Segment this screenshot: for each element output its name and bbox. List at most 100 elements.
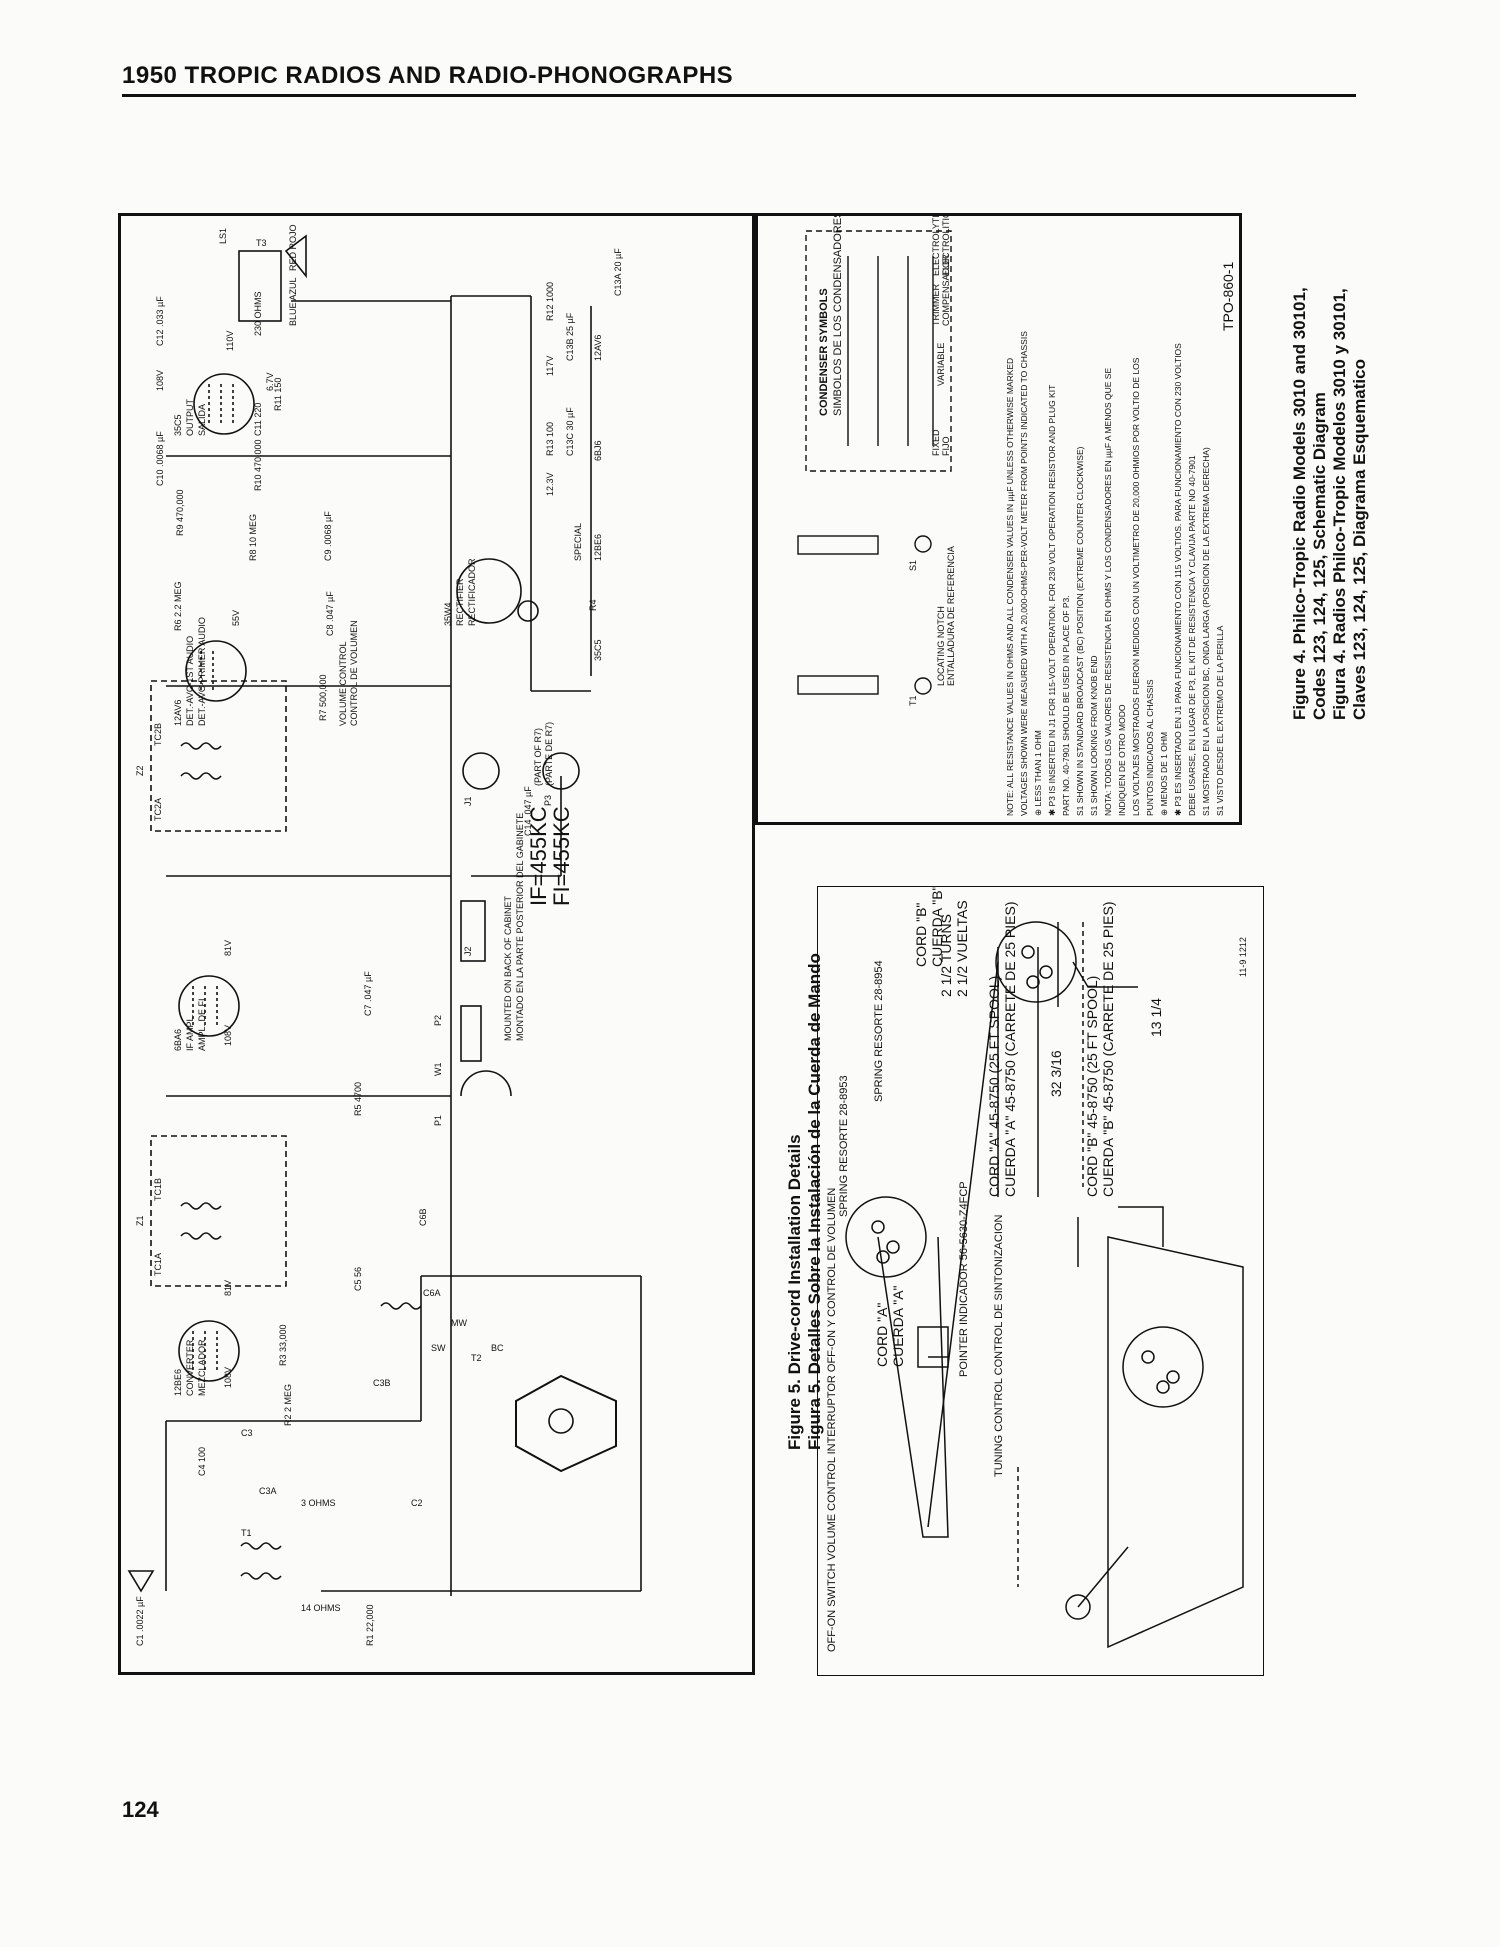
svg-text:DET.-AVC-PRIMER AUDIO: DET.-AVC-PRIMER AUDIO — [197, 617, 207, 726]
svg-text:CONTROL DE VOLUMEN: CONTROL DE VOLUMEN — [349, 620, 359, 726]
component-r10: R10 470,000 — [253, 439, 263, 491]
component-r2: R2 2 MEG — [283, 1384, 293, 1426]
notes-panel: CONDENSER SYMBOLS SIMBOLOS DE LOS CONDEN… — [755, 213, 1242, 825]
voltage-6: 110V — [225, 331, 235, 351]
mw-label: MW — [451, 1318, 467, 1328]
component-r9: R9 470,000 — [175, 489, 185, 536]
component-c10: C10 .0068 µF — [155, 431, 165, 486]
cord-b-spec: CORD "B" 45-8750 (25 FT SPOOL) — [1084, 975, 1100, 1197]
condenser-symbols-title: CONDENSER SYMBOLS — [818, 288, 830, 416]
voltage-5: 108V — [155, 370, 165, 391]
component-j1: J1 — [463, 796, 473, 806]
svg-text:RECTIFIER: RECTIFIER — [455, 578, 465, 626]
voltage-4: 55V — [231, 610, 241, 626]
component-c4: C4 100 — [197, 1447, 207, 1476]
svg-text:MONTADO EN LA PARTE POSTERIOR: MONTADO EN LA PARTE POSTERIOR DEL GABINE… — [515, 813, 525, 1041]
component-c3b: C3B — [373, 1378, 391, 1388]
special-label: SPECIAL — [573, 523, 583, 561]
locating-notch-label-es: ENTALLADURA DE REFERENCIA — [946, 546, 956, 686]
voltage-1: 81V — [223, 1280, 233, 1296]
voltage-9: 12.3V — [545, 472, 555, 496]
svg-text:SALIDA: SALIDA — [197, 404, 207, 436]
heater-12be6: 12BE6 — [593, 534, 603, 561]
component-t3: T3 — [256, 238, 267, 248]
voltage-7: 6.7V — [265, 372, 275, 391]
component-p2: P2 — [433, 1015, 443, 1026]
svg-text:AMPL. DE FI: AMPL. DE FI — [197, 998, 207, 1051]
component-z1: Z1 — [135, 1215, 145, 1226]
ohms-14-label: 14 OHMS — [301, 1603, 341, 1613]
component-c9: C9 .0068 µF — [323, 511, 333, 561]
switch-alt-label: T1 — [908, 695, 918, 706]
red-label: RED ROJO — [288, 224, 298, 271]
svg-text:(PARTE DE R7): (PARTE DE R7) — [544, 722, 554, 786]
component-c11: C11 220 — [253, 403, 263, 436]
component-tc2b: TC2B — [153, 723, 163, 746]
component-c13a: C13A 20 µF — [613, 248, 623, 296]
component-p1: P1 — [433, 1115, 443, 1126]
component-z2: Z2 — [135, 765, 145, 776]
component-r3: R3 33,000 — [278, 1324, 288, 1366]
spring1-label: SPRING RESORTE 28-8953 — [838, 1075, 850, 1217]
component-r5: R5 4700 — [353, 1082, 363, 1116]
component-c5: C5 56 — [353, 1267, 363, 1291]
tube-label-35c5: 35C5 — [173, 414, 183, 436]
condenser-symbols-title-es: SIMBOLOS DE LOS CONDENSADORES — [832, 213, 844, 416]
component-r8: R8 10 MEG — [248, 514, 258, 561]
mounted-label: MOUNTED ON BACK OF CABINET — [503, 895, 513, 1041]
component-tc2a: TC2A — [153, 798, 163, 821]
notes-text: NOTE: ALL RESISTANCE VALUES IN OHMS AND … — [1005, 331, 1225, 816]
length-a: 32 3/16 — [1048, 1050, 1064, 1097]
component-r11: R11 150 — [273, 378, 283, 411]
symbol-electrolytic: ELECTROLYTIC — [931, 213, 941, 276]
ohms-230-label: 230 OHMS — [253, 291, 263, 336]
cord-a-spec-es: CUERDA "A" 45-8750 (CARRETE DE 25 PIES) — [1002, 901, 1018, 1197]
svg-text:MEZCLADOR: MEZCLADOR — [197, 1339, 207, 1396]
cord-a-spec: CORD "A" 45-8750 (25 FT SPOOL) — [986, 975, 1002, 1197]
schematic-labels: 12BE6 CONVERTER MEZCLADOR 6BA6 IF AMPL. … — [135, 224, 623, 1646]
component-r4: R4 — [588, 599, 598, 611]
component-c6b: C6B — [418, 1208, 428, 1226]
dial-code: 11-9 1212 — [1238, 937, 1248, 977]
component-r12: R12 1000 — [545, 282, 555, 321]
component-t1: T1 — [241, 1528, 252, 1538]
pointer-label: POINTER INDICADOR 56-5630-Z4FCP — [958, 1181, 970, 1377]
switch-label: OFF-ON SWITCH VOLUME CONTROL INTERRUPTOR… — [826, 1187, 838, 1652]
blue-label: BLUE AZUL — [288, 277, 298, 326]
svg-text:OUTPUT: OUTPUT — [185, 399, 195, 437]
tube-label-12be6: 12BE6 — [173, 1369, 183, 1396]
cord-a-label-es: CUERDA "A" — [890, 1285, 906, 1367]
cord-b-spec-es: CUERDA "B" 45-8750 (CARRETE DE 25 PIES) — [1100, 901, 1116, 1197]
component-c7: C7 .047 µF — [363, 971, 373, 1016]
symbol-trimmer: TRIMMER — [931, 284, 941, 326]
component-w1: W1 — [433, 1063, 443, 1077]
cord-a-label: CORD "A" — [874, 1302, 890, 1367]
tube-label-6ba6: 6BA6 — [173, 1029, 183, 1051]
figure5-caption: Figure 5. Drive-cord Installation Detail… — [785, 953, 824, 1450]
switch-label: S1 — [908, 559, 918, 571]
component-c3a: C3A — [259, 1486, 277, 1496]
svg-text:DET.-AVC-1ST AUDIO: DET.-AVC-1ST AUDIO — [185, 636, 195, 726]
page-number: 124 — [122, 1797, 159, 1822]
component-c14: C14 .047 µF — [523, 786, 533, 836]
component-c8: C8 .047 µF — [325, 591, 335, 636]
if-freq-label: IF=455KC — [526, 806, 551, 906]
schematic-panel: 12BE6 CONVERTER MEZCLADOR 6BA6 IF AMPL. … — [118, 213, 755, 1675]
symbol-fixed-es: FIJO — [941, 436, 951, 457]
voltage-3: 81V — [223, 940, 233, 956]
svg-text:RECTIFICADOR: RECTIFICADOR — [467, 558, 477, 626]
condenser-symbols-drawing — [797, 230, 952, 695]
heater-6bj6: 6BJ6 — [593, 440, 603, 461]
ohms-3-label: 3 OHMS — [301, 1498, 336, 1508]
voltage-2: 108V — [223, 1025, 233, 1046]
symbol-electrolytic-es: ELECTROLITICO — [941, 213, 951, 276]
component-c13b: C13B 25 µF — [565, 312, 575, 361]
schematic-drawing: 12BE6 CONVERTER MEZCLADOR 6BA6 IF AMPL. … — [127, 224, 642, 1646]
fi-freq-label: FI=455KC — [549, 806, 574, 906]
dial-cord-drawing — [845, 921, 1244, 1649]
locating-notch-label: LOCATING NOTCH — [936, 606, 946, 686]
voltage-8: 117V — [545, 356, 555, 376]
component-r7: R7 500,000 — [318, 674, 328, 721]
dial-cord-panel: 11-9 1212 CORD "A" CUERDA "A" CORD "B" C… — [817, 886, 1264, 1676]
svg-text:CONVERTER: CONVERTER — [185, 1339, 195, 1396]
